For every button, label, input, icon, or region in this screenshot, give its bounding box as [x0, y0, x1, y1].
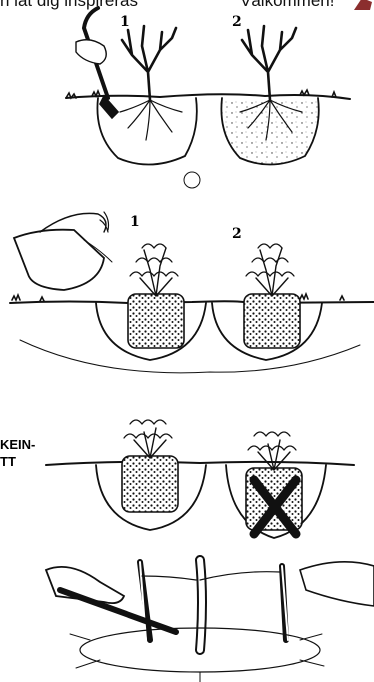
panel-bare-root [66, 8, 350, 188]
panel1-step-label-1: 1 [120, 14, 130, 30]
panel-watering [10, 212, 374, 373]
side-text-line1: KEIN- [0, 437, 35, 452]
side-text-line2: TT [0, 454, 16, 469]
panel1-step-label-2: 2 [232, 14, 242, 30]
panel-depth [46, 420, 354, 538]
panel-staked-tree [46, 560, 374, 682]
panel2-step-label-1: 1 [130, 214, 140, 230]
panel2-step-label-2: 2 [232, 226, 242, 242]
